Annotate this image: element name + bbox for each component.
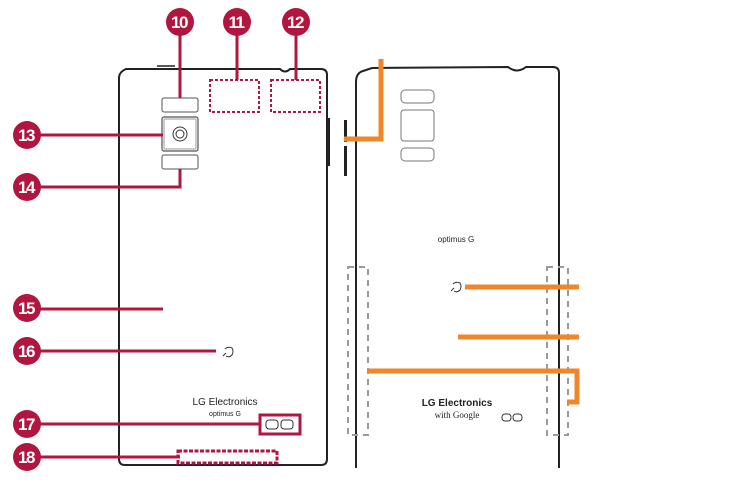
highlight-lines [344,59,580,405]
sensor-window [400,147,435,162]
right-antenna-area [546,266,569,436]
callout-lines [40,30,298,459]
left-phone: LG Electronics optimus G [118,65,330,466]
left-phone-outline [118,68,328,466]
connector-icon [265,419,294,430]
nfc-icon [450,281,462,293]
svg-text:14: 14 [18,178,36,197]
with-google: with Google [435,410,480,420]
right-model: optimus G [438,235,474,244]
callout-13: 13 [13,121,41,149]
callout-12: 12 [282,8,310,36]
flash-window [400,89,435,104]
volume-up-button [344,120,347,142]
right-phone: optimus G LG Electronics with Google [344,65,569,468]
svg-text:18: 18 [18,448,35,467]
camera-icon [400,109,435,142]
svg-text:16: 16 [18,342,35,361]
left-antenna-area [347,266,369,436]
callout-14: 14 [13,173,41,201]
area-12 [270,79,321,113]
volume-down-button [344,146,347,176]
svg-text:17: 17 [18,415,35,434]
nfc-icon [222,346,234,358]
right-brand: LG Electronics [422,398,493,409]
area-18 [176,449,279,465]
callout-11: 11 [223,8,251,36]
side-button [327,118,330,166]
left-model: optimus G [209,411,241,418]
callout-10: 10 [166,8,194,36]
flash-window [161,97,199,113]
callout-17: 17 [13,410,41,438]
right-phone-outline [355,65,560,468]
connector-icon [501,413,523,422]
camera-window [161,116,199,152]
area-11 [209,79,260,113]
sensor-window [161,154,199,170]
svg-text:10: 10 [171,13,188,32]
callout-18: 18 [13,443,41,471]
callout-16: 16 [13,337,41,365]
camera-icon [172,126,188,142]
callout-15: 15 [13,294,41,322]
svg-text:11: 11 [229,13,245,32]
svg-text:15: 15 [18,299,35,318]
svg-text:13: 13 [18,126,35,145]
svg-text:12: 12 [287,13,304,32]
left-brand: LG Electronics [192,397,257,408]
